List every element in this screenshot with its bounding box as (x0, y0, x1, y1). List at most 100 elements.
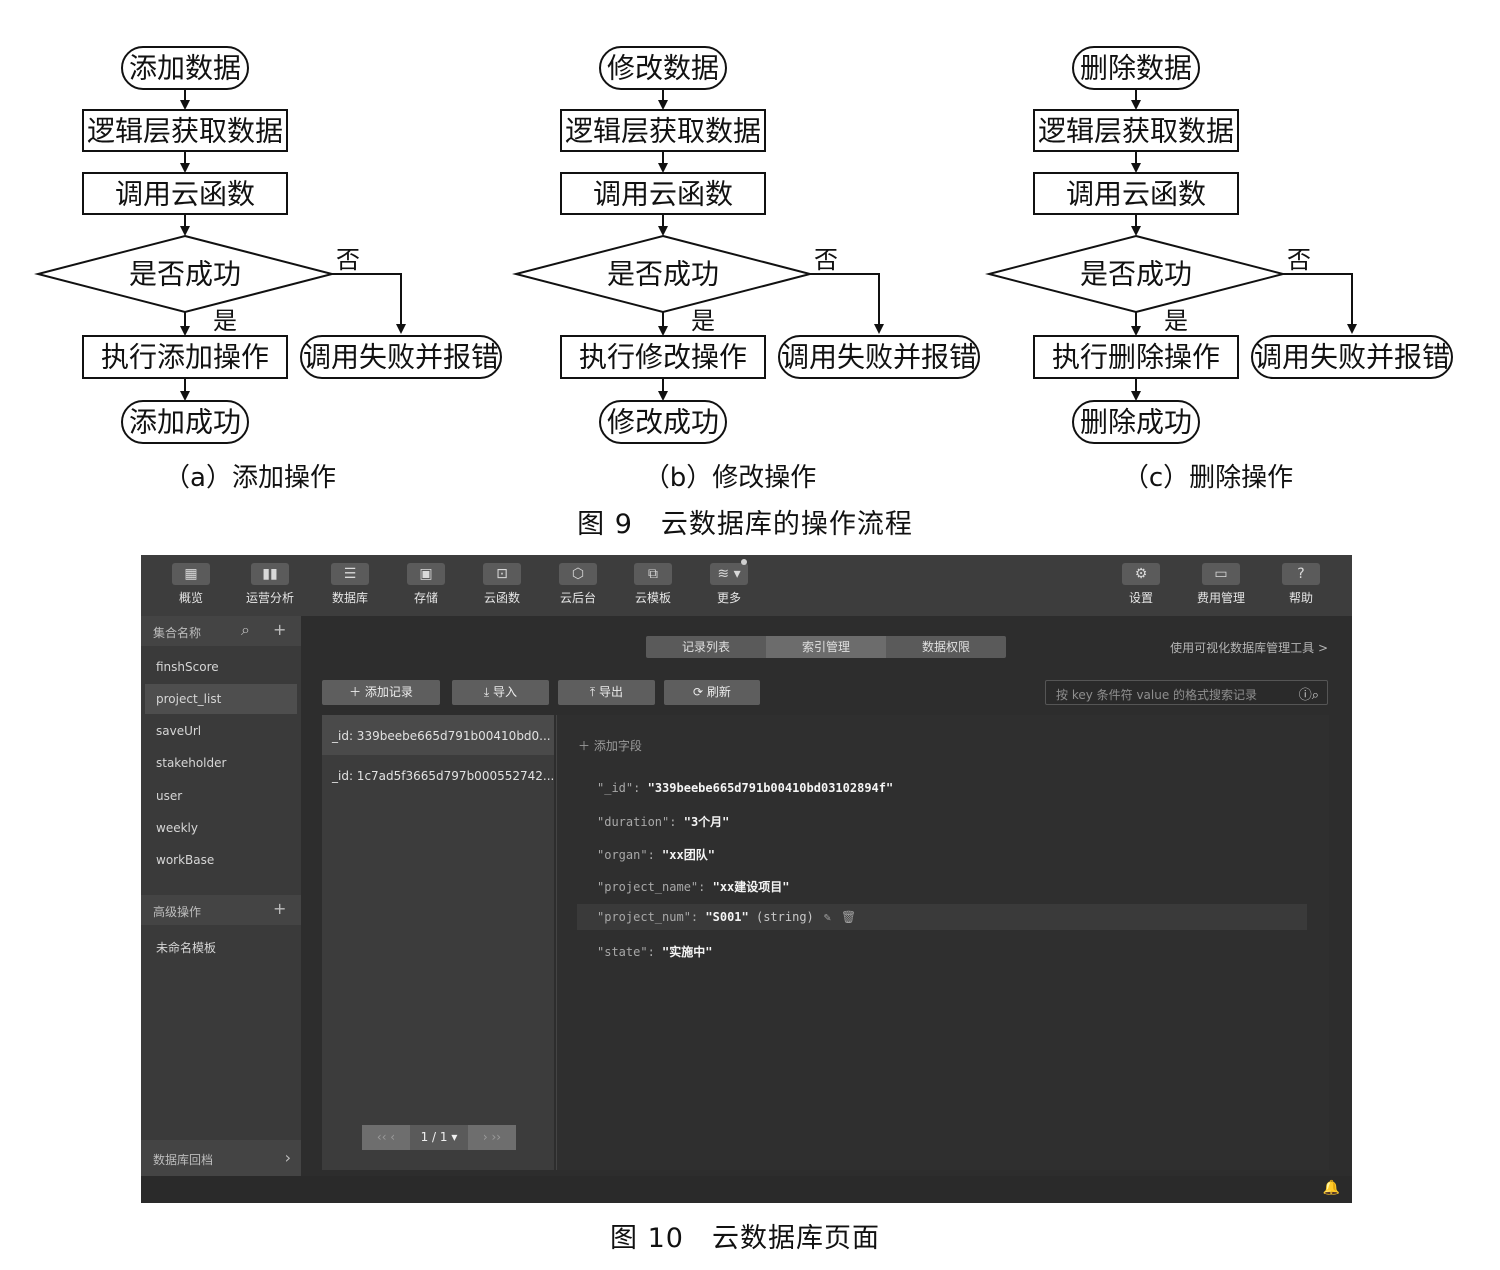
yes-label: 是 (213, 307, 237, 335)
process-box (560, 172, 766, 215)
bell-icon[interactable]: 🔔 (1322, 1180, 1340, 1196)
tab-records[interactable]: 记录列表 (681, 640, 730, 654)
template-label: 未命名模板 (156, 941, 217, 955)
process-box (1033, 172, 1239, 215)
yes-label: 是 (691, 307, 715, 335)
fail-terminal (778, 335, 980, 379)
add-field-button[interactable]: ＋ 添加字段 (578, 737, 642, 754)
record-list: _id: 339beebe665d791b00410bd0... _id: 1c… (322, 715, 554, 1170)
billing-icon: ▭ (1202, 563, 1240, 585)
caption-b: （b）修改操作 (643, 463, 817, 493)
no-label: 否 (336, 246, 360, 274)
add-collection-icon[interactable]: + (273, 620, 287, 639)
collection-item-stakeholder[interactable]: stakeholder (145, 748, 297, 778)
field-value: "S001" (705, 910, 749, 924)
toolbar-templates[interactable]: ⧉云模板 (623, 563, 683, 606)
field-row[interactable]: "project_num": "S001" (string)✎🗑 (597, 910, 856, 924)
decision-label: 是否成功 (607, 258, 719, 291)
template-item[interactable]: 未命名模板 (145, 931, 297, 961)
field-row[interactable]: "project_name": "xx建设项目" (597, 878, 790, 895)
help-icon: ? (1282, 563, 1320, 585)
start-label: 修改数据 (607, 52, 719, 85)
toolbar-functions[interactable]: ⊡云函数 (472, 563, 532, 606)
collection-item-user[interactable]: user (145, 781, 297, 811)
field-row[interactable]: "organ": "xx团队" (597, 846, 715, 863)
field-row[interactable]: "duration": "3个月" (597, 813, 729, 830)
status-bar: 🔔 (141, 1176, 1352, 1203)
collection-label: finshScore (156, 660, 219, 674)
record-item[interactable]: _id: 339beebe665d791b00410bd0... (322, 715, 554, 755)
database-rollback[interactable]: 数据库回档 › (141, 1140, 301, 1176)
fail-label: 调用失败并报错 (1254, 341, 1450, 374)
toolbar-billing[interactable]: ▭ 费用管理 (1191, 563, 1251, 606)
collection-item-finshScore[interactable]: finshScore (145, 652, 297, 682)
record-item[interactable]: _id: 1c7ad5f3665d797b000552742... (322, 755, 554, 795)
toolbar-storage[interactable]: ▣存储 (396, 563, 456, 606)
field-value: "实施中" (662, 945, 713, 959)
collection-item-project_list[interactable]: project_list (145, 684, 297, 714)
field-key: "state": (597, 945, 655, 959)
layers-icon: ≋ ▾ (710, 563, 748, 585)
toolbar-label: 费用管理 (1196, 591, 1245, 605)
end-terminal (121, 400, 249, 444)
next-page-button[interactable]: › ›› (468, 1125, 516, 1150)
process-label: 逻辑层获取数据 (87, 115, 283, 148)
end-label: 删除成功 (1080, 406, 1192, 439)
advanced-header-label: 高级操作 (153, 905, 202, 919)
refresh-button[interactable]: ⟳ 刷新 (664, 680, 760, 705)
add-template-icon[interactable]: + (273, 899, 287, 918)
collection-item-weekly[interactable]: weekly (145, 813, 297, 843)
search-input[interactable]: 按 key 条件符 value 的格式搜索记录 ⓘ⌕ (1045, 680, 1328, 705)
plus-icon: ＋ (578, 739, 594, 753)
collection-item-workBase[interactable]: workBase (145, 845, 297, 875)
collection-label: stakeholder (156, 756, 227, 770)
database-icon: ☰ (331, 563, 369, 585)
collection-item-saveUrl[interactable]: saveUrl (145, 716, 297, 746)
prev-page-button[interactable]: ‹‹ ‹ (362, 1125, 410, 1150)
process-box (560, 335, 766, 379)
refresh-icon: ⟳ (693, 685, 707, 699)
toolbar-more[interactable]: ≋ ▾更多 (699, 559, 759, 606)
cloud-db-console: ▦概览 ▮▮运营分析 ☰ 数据库 ▣存储 ⊡云函数 ⬡云后台 ⧉云模板 ≋ ▾更多… (141, 555, 1352, 1203)
yes-label: 是 (1164, 307, 1188, 335)
process-label: 执行添加操作 (101, 341, 269, 374)
notification-dot (741, 559, 747, 565)
figure10-caption: 图 10 云数据库页面 (610, 1223, 880, 1254)
record-id: _id: 339beebe665d791b00410bd0... (332, 729, 551, 743)
edit-icon[interactable]: ✎ (823, 910, 832, 924)
page-select[interactable]: 1 / 1 ▾ (420, 1130, 458, 1144)
field-key: "_id": (597, 781, 641, 795)
tab-bar: 记录列表 索引管理 数据权限 (646, 636, 1006, 658)
search-placeholder: 按 key 条件符 value 的格式搜索记录 (1056, 688, 1258, 702)
caption-a: （a）添加操作 (164, 463, 336, 493)
toolbar-help[interactable]: ?帮助 (1271, 563, 1331, 606)
export-button[interactable]: ⤒ 导出 (558, 680, 655, 705)
toolbar-overview[interactable]: ▦概览 (161, 563, 221, 606)
collection-label: project_list (156, 692, 222, 706)
search-icon[interactable]: ⓘ⌕ (1298, 688, 1319, 703)
add-record-button[interactable]: ＋ 添加记录 (322, 680, 440, 705)
toolbar-backend[interactable]: ⬡云后台 (548, 563, 608, 606)
toolbar-database[interactable]: ☰ 数据库 (320, 563, 380, 606)
import-label: 导入 (493, 685, 518, 699)
visual-db-tool-link[interactable]: 使用可视化数据库管理工具 > (1170, 641, 1328, 655)
record-detail: ＋ 添加字段 "_id": "339beebe665d791b00410bd03… (556, 715, 1329, 1170)
field-key: "duration": (597, 815, 677, 829)
toolbar-analytics[interactable]: ▮▮运营分析 (240, 563, 300, 606)
trash-icon[interactable]: 🗑 (841, 910, 857, 924)
tab-indexes[interactable]: 索引管理 (766, 636, 886, 658)
import-button[interactable]: ⤓ 导入 (452, 680, 549, 705)
toolbar-label: 数据库 (331, 591, 368, 605)
field-row[interactable]: "state": "实施中" (597, 943, 712, 960)
end-terminal (599, 400, 727, 444)
add-record-label: 添加记录 (364, 685, 413, 699)
tab-permissions[interactable]: 数据权限 (921, 640, 970, 654)
toolbar-settings[interactable]: ⚙设置 (1111, 563, 1171, 606)
field-type: (string) (755, 910, 814, 924)
process-box (82, 335, 288, 379)
search-icon[interactable]: ⌕ (241, 620, 250, 639)
plus-icon: ＋ (349, 685, 365, 699)
process-box (82, 172, 288, 215)
field-row[interactable]: "_id": "339beebe665d791b00410bd03102894f… (597, 781, 893, 795)
